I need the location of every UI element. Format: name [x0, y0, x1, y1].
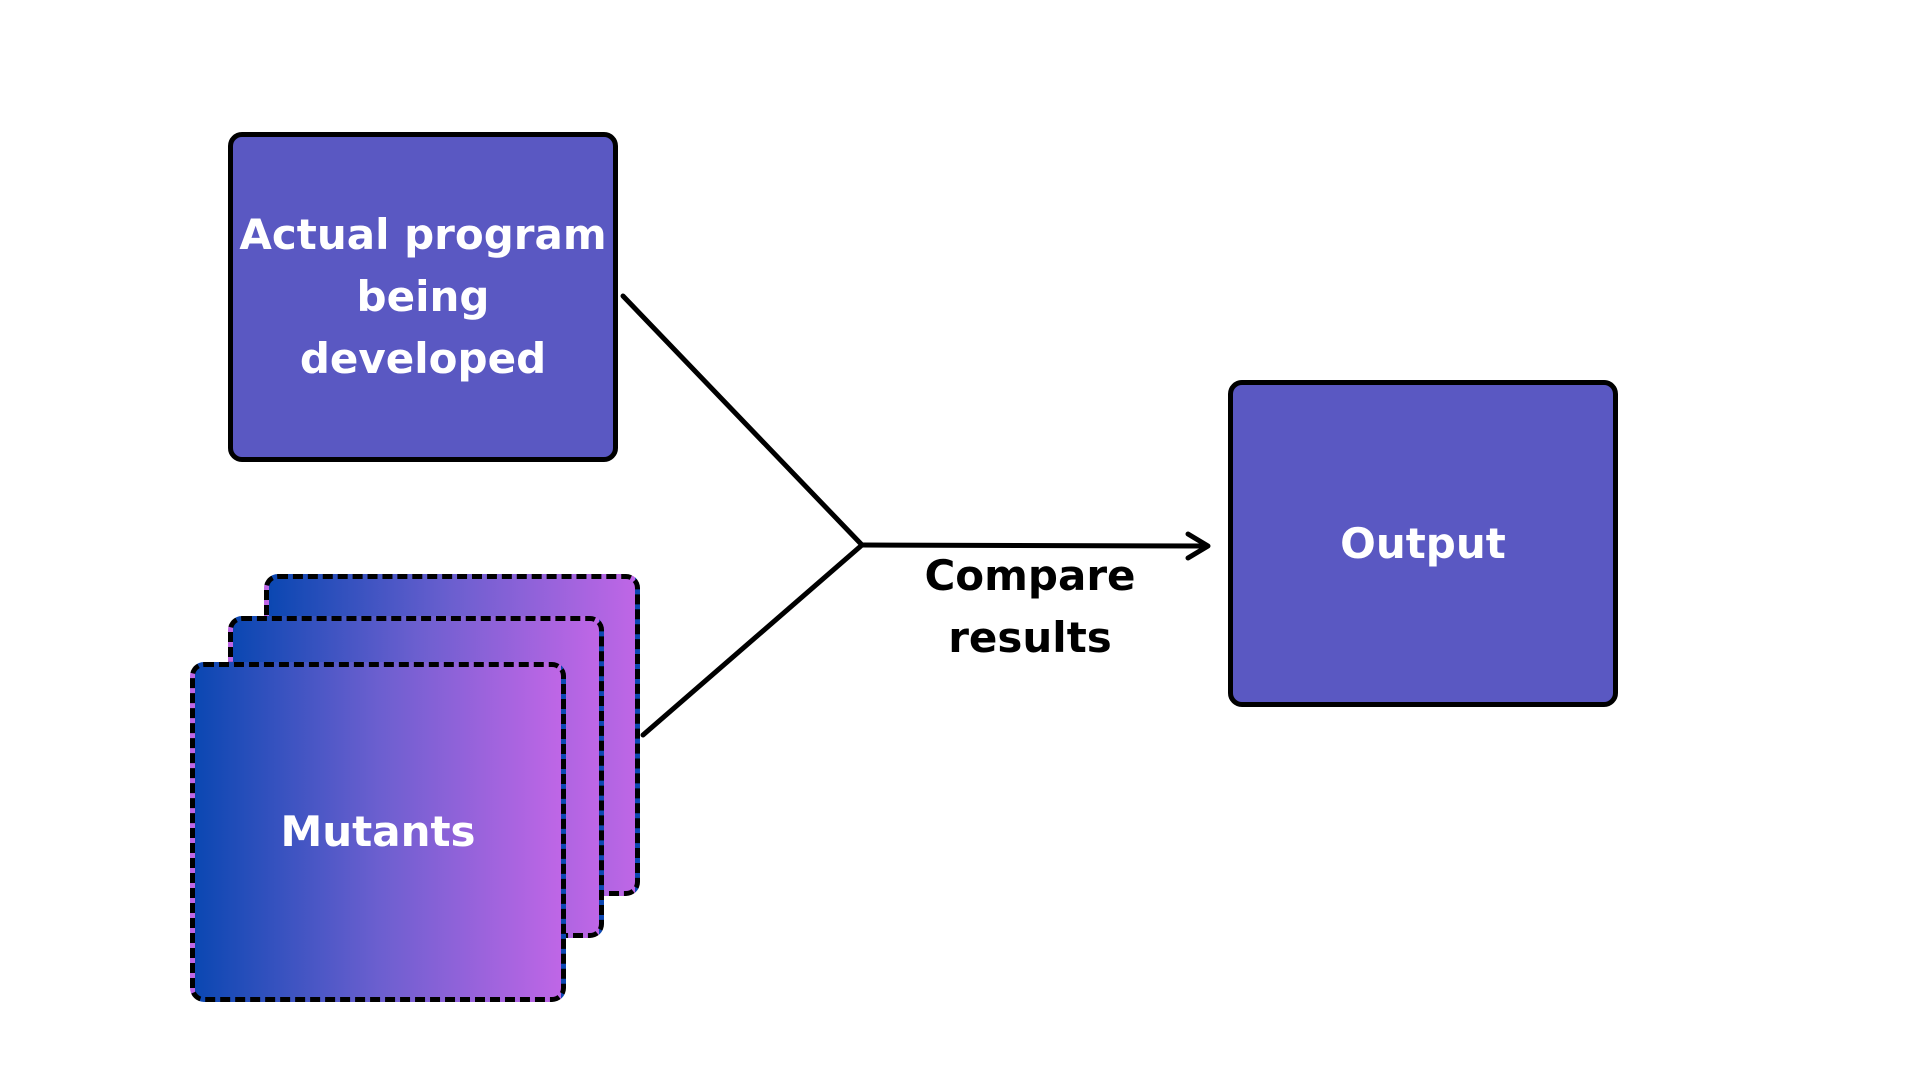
actual-program-label: Actual program being developed — [239, 210, 607, 383]
output-label: Output — [1340, 518, 1506, 568]
connector-to-output — [859, 542, 1208, 549]
actual-program-box: Actual program being developed — [228, 132, 618, 462]
mutants-box: Mutants — [190, 662, 566, 1002]
connector-from-actual-program — [620, 293, 865, 548]
output-box: Output — [1228, 380, 1618, 707]
arrowhead-to-output — [1185, 531, 1211, 561]
compare-results-label: Compare results — [924, 551, 1136, 662]
connector-from-mutants — [640, 542, 865, 738]
mutants-label: Mutants — [280, 807, 476, 856]
